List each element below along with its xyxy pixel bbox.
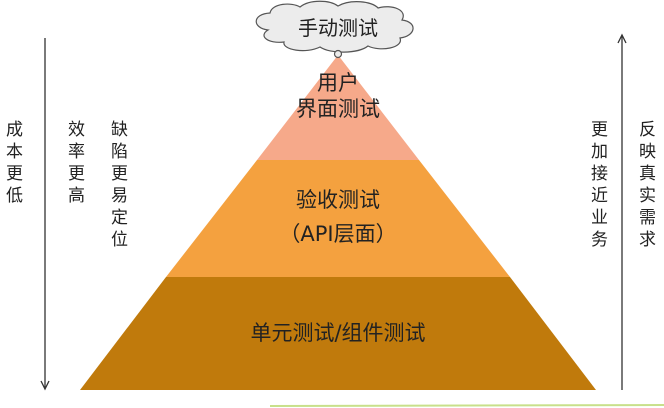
cost-lower-text: 成本更低 xyxy=(2,120,22,208)
up-arrow xyxy=(617,33,627,390)
tier-top-label: 用户 界面测试 xyxy=(258,70,418,123)
tier-middle-line1: 验收测试 xyxy=(296,188,380,212)
tier-middle-line2: （API层面） xyxy=(279,221,397,246)
efficiency-higher-text: 效率更高 xyxy=(64,120,84,208)
footer-line xyxy=(269,404,664,407)
tier-top-line1: 用户 xyxy=(317,71,359,95)
real-needs-text: 反映真实需求 xyxy=(635,120,655,252)
closer-business-text: 更加接近业务 xyxy=(587,120,607,252)
tier-middle xyxy=(166,160,510,277)
tier-middle-label: 验收测试 （API层面） xyxy=(238,184,438,251)
down-arrow xyxy=(40,38,50,391)
tier-bottom xyxy=(80,277,596,390)
defect-locate-text: 缺陷更易定位 xyxy=(107,120,127,252)
cloud-shape xyxy=(255,0,414,59)
tier-top-line2: 界面测试 xyxy=(296,97,380,122)
tier-top xyxy=(257,55,419,160)
tier-bottom-label: 单元测试/组件测试 xyxy=(250,321,426,345)
cloud-label: 手动测试 xyxy=(298,16,378,40)
